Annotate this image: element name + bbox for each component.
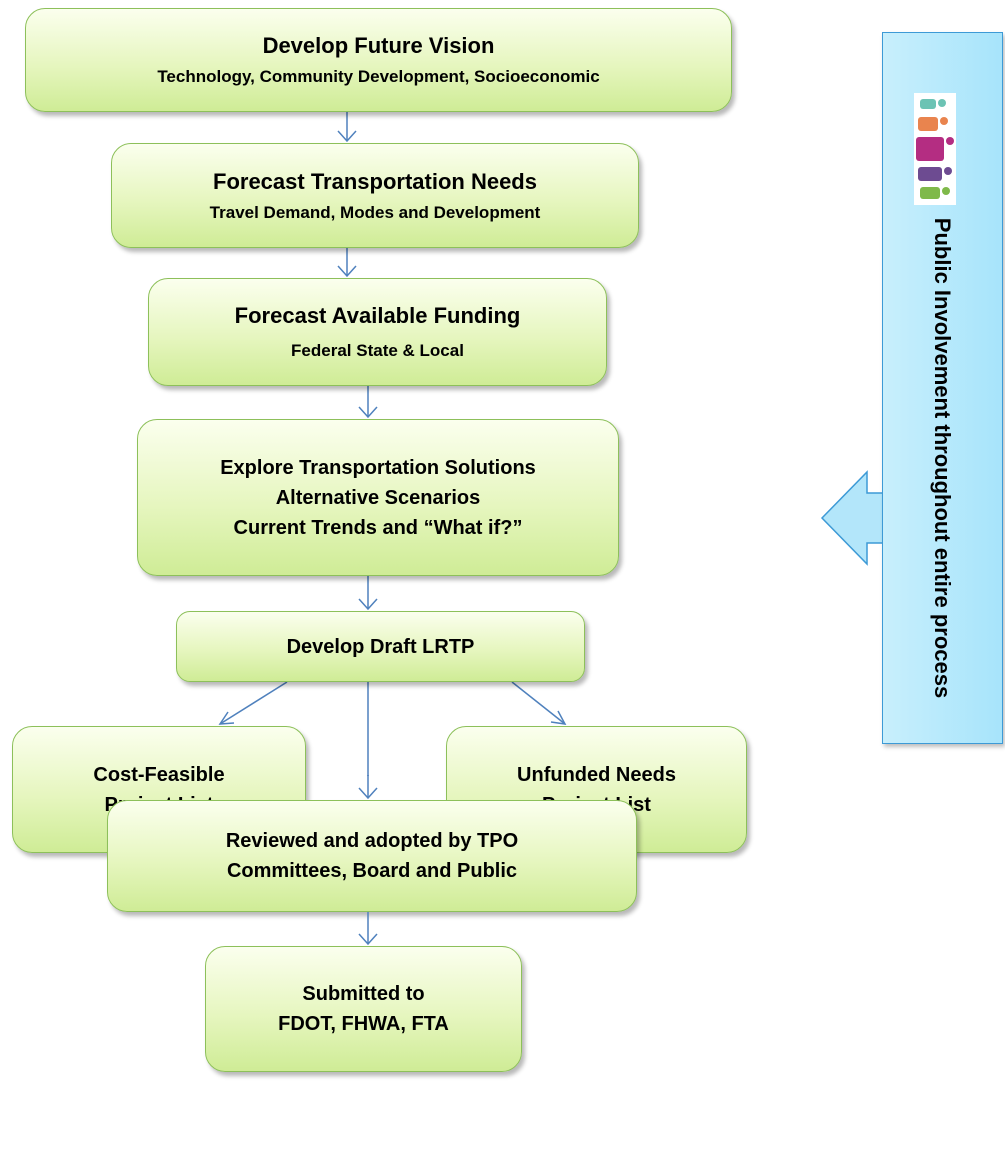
step-title: Forecast Transportation Needs [213, 168, 537, 194]
connector-solutions-to-draft [358, 576, 378, 611]
person-head [942, 187, 950, 195]
person-head [940, 117, 948, 125]
connector-needs-to-funding [337, 248, 357, 278]
step-reviewed-and-adopted: Reviewed and adopted by TPO Committees, … [107, 800, 637, 912]
step-forecast-transportation-needs: Forecast Transportation Needs Travel Dem… [111, 143, 639, 248]
person-figure [920, 99, 936, 109]
person-figure [916, 137, 944, 161]
step-line: Explore Transportation Solutions [220, 456, 536, 479]
step-line: Submitted to [302, 983, 425, 1005]
person-head [946, 137, 954, 145]
step-submitted: Submitted to FDOT, FHWA, FTA [205, 946, 522, 1072]
step-line: FDOT, FHWA, FTA [278, 1013, 449, 1035]
step-line: Alternative Scenarios [275, 486, 481, 509]
connector-vision-to-needs [337, 112, 357, 143]
people-icon [914, 93, 956, 205]
step-forecast-available-funding: Forecast Available Funding Federal State… [148, 278, 607, 386]
person-head [944, 167, 952, 175]
step-develop-draft-lrtp: Develop Draft LRTP [176, 611, 585, 682]
person-figure [918, 117, 938, 131]
step-line: Current Trends and “What if?” [233, 516, 523, 539]
public-involvement-label: Public Involvement throughout entire pro… [930, 217, 955, 699]
step-line: Unfunded Needs [517, 763, 676, 786]
step-subtitle: Travel Demand, Modes and Development [209, 202, 541, 222]
step-subtitle: Federal State & Local [291, 341, 464, 360]
connector-draft-to-unfunded [511, 681, 567, 725]
step-title: Develop Draft LRTP [286, 635, 475, 658]
connector-funding-to-solutions [358, 386, 378, 419]
step-line: Committees, Board and Public [226, 860, 518, 882]
connector-draft-to-reviewed [358, 682, 378, 800]
connector-draft-to-cost-feasible [218, 681, 288, 725]
step-line: Reviewed and adopted by TPO [225, 830, 519, 852]
step-title: Forecast Available Funding [234, 303, 521, 328]
step-develop-future-vision: Develop Future Vision Technology, Commun… [25, 8, 732, 112]
person-figure [920, 187, 940, 199]
step-line: Cost-Feasible [93, 763, 225, 786]
step-title: Develop Future Vision [262, 33, 495, 58]
step-subtitle: Technology, Community Development, Socio… [157, 67, 600, 86]
person-head [938, 99, 946, 107]
step-explore-transportation-solutions: Explore Transportation Solutions Alterna… [137, 419, 619, 576]
person-figure [918, 167, 942, 181]
